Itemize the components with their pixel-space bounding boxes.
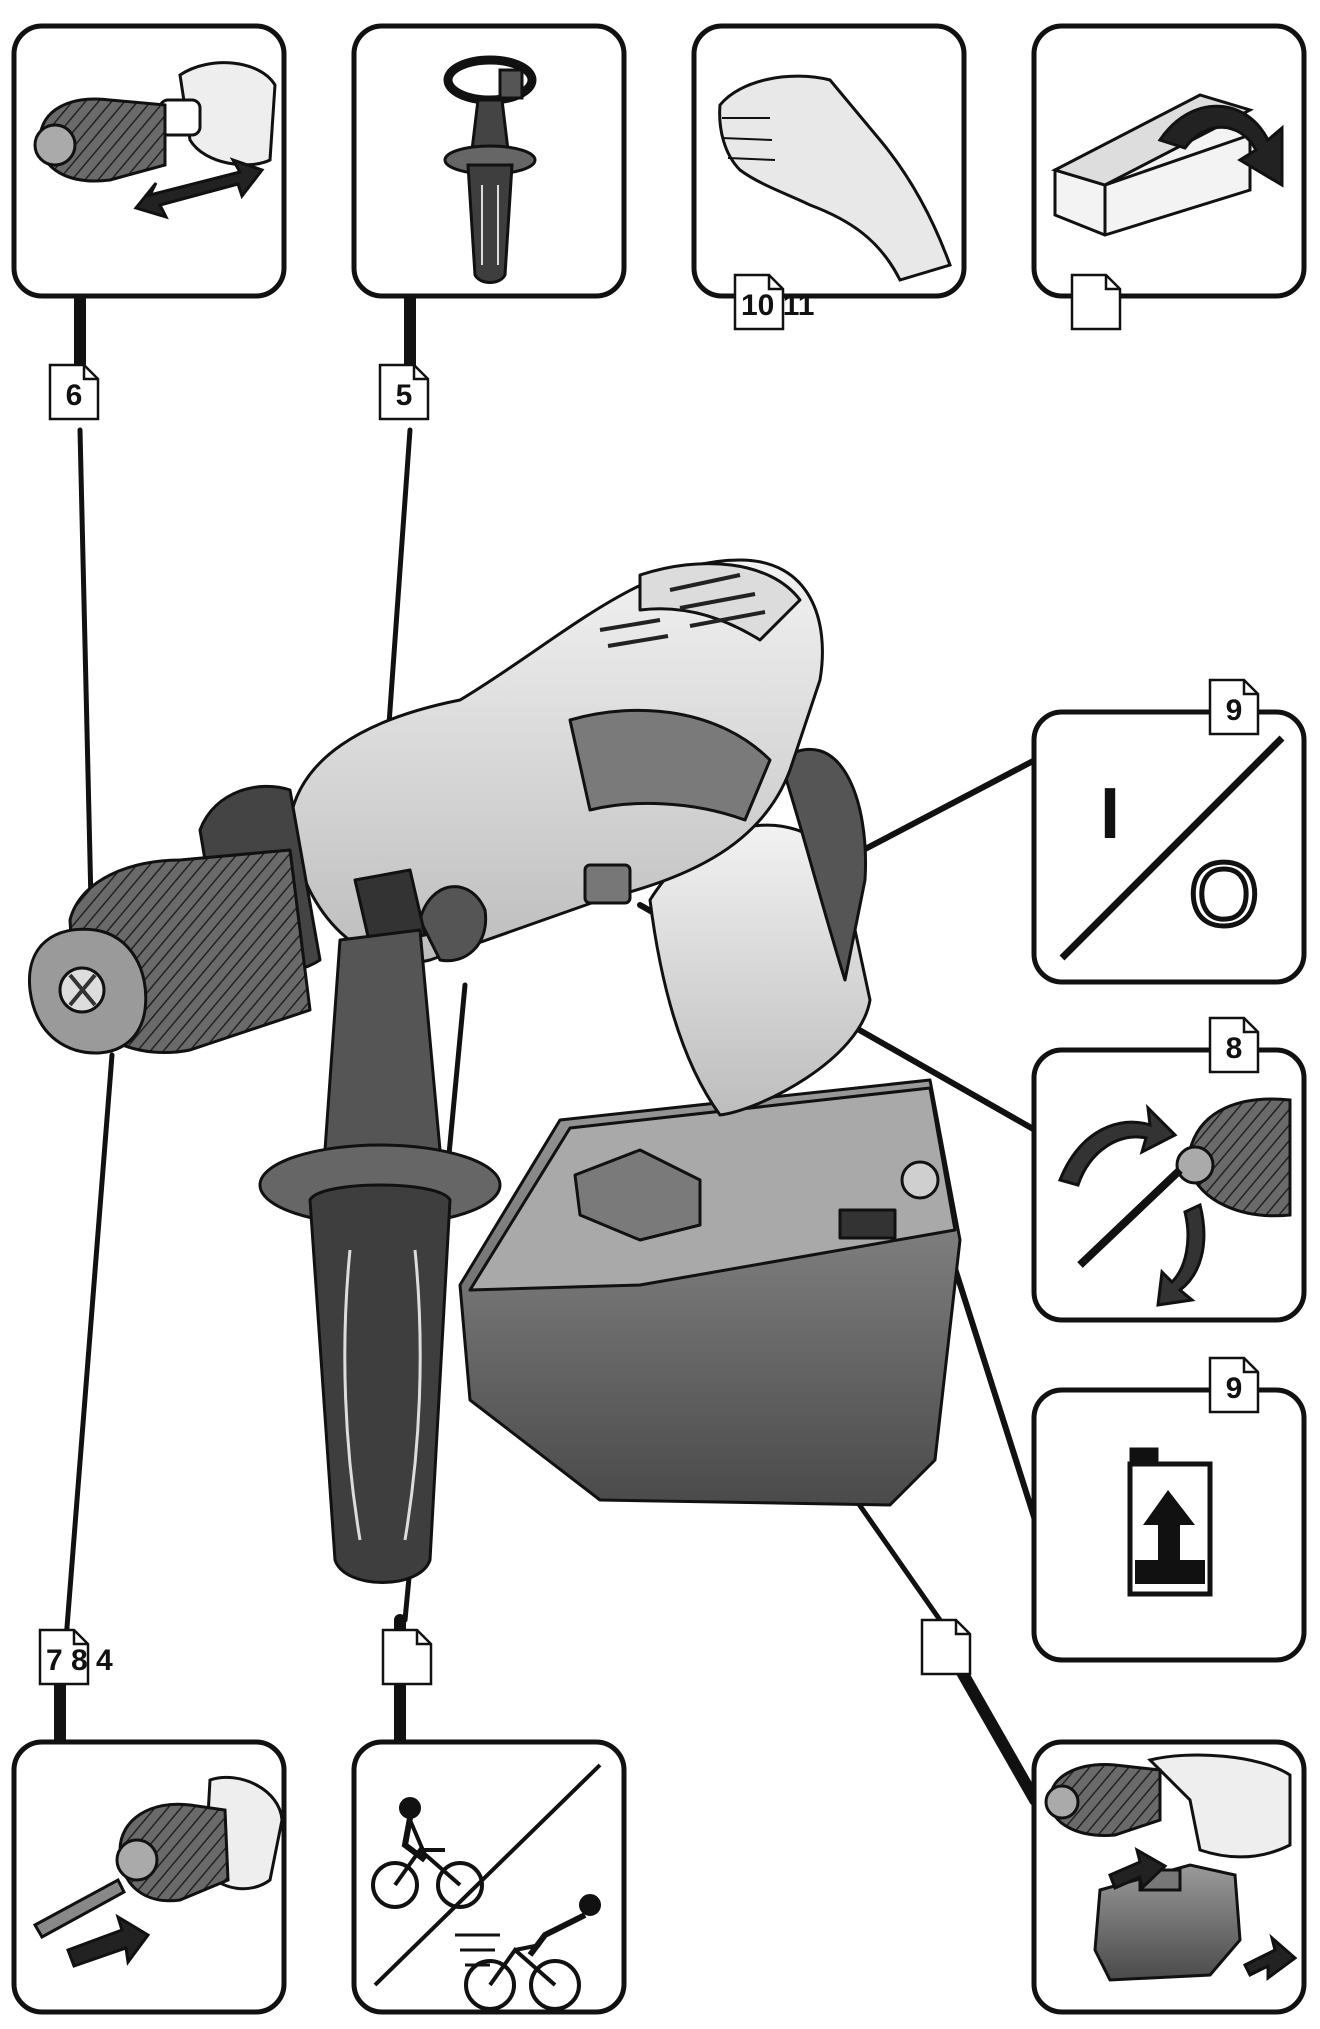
ref-number-rotation: 8 xyxy=(1226,1032,1243,1065)
brand-logo xyxy=(585,865,630,903)
panel-packaging xyxy=(1034,26,1304,329)
battery-charge-button-icon xyxy=(902,1162,938,1198)
ref-number-battery-indicator: 9 xyxy=(1226,1372,1243,1405)
side-handle-grip xyxy=(310,1185,450,1583)
leader-chuck-removal-thin xyxy=(80,430,92,945)
panel-hand-protection: 10 11 xyxy=(694,26,964,329)
panel-battery-replacement xyxy=(922,1620,1304,2012)
off-symbol: O xyxy=(1189,845,1259,945)
panel-side-handle: 5 xyxy=(354,26,624,419)
panel-battery-indicator: 9 xyxy=(1034,1358,1304,1660)
ref-tag-rotation: 8 xyxy=(1210,1018,1258,1072)
ref-number-hand-protection: 10 11 xyxy=(741,289,814,322)
battery-led-display xyxy=(840,1210,895,1238)
on-symbol: I xyxy=(1100,774,1120,854)
panel-rotation-direction: 8 xyxy=(1034,1018,1304,1320)
ref-tag-side-handle: 5 xyxy=(380,365,428,419)
ref-tag-chuck-removal: 6 xyxy=(50,365,98,419)
leader-lines xyxy=(60,295,1035,1800)
ref-tag-packaging xyxy=(1072,275,1120,329)
leader-battery-replace xyxy=(955,1660,1035,1800)
leader-tool-insertion-thin xyxy=(66,1055,112,1640)
ref-number-side-handle: 5 xyxy=(396,379,413,412)
ref-number-on-off: 9 xyxy=(1226,694,1243,727)
ref-tag-battery-indicator: 9 xyxy=(1210,1358,1258,1412)
panel-chuck-removal: 6 xyxy=(14,26,284,419)
ref-number-tool-insertion: 7 8 4 xyxy=(46,1644,113,1677)
side-handle-stem xyxy=(325,930,440,1173)
ref-tag-on-off: 9 xyxy=(1210,680,1258,734)
ref-tag-tool-insertion: 7 8 4 xyxy=(40,1630,113,1684)
panel-on-off-switch: I O 9 xyxy=(1034,680,1304,982)
ref-tag-gear xyxy=(383,1630,431,1684)
cordless-drill-illustration xyxy=(29,560,960,1583)
ref-tag-battery-replace xyxy=(922,1620,970,1674)
ref-number-chuck-removal: 6 xyxy=(66,379,83,412)
